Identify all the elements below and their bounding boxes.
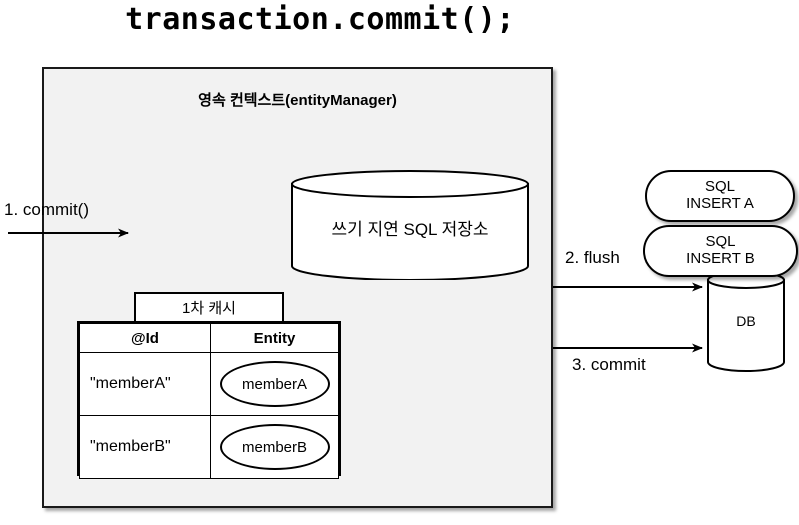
cell-entity-memberA: memberA <box>210 352 339 416</box>
arrow-label-flush: 2. flush <box>565 248 620 267</box>
table-row: "memberB" memberB <box>79 415 339 479</box>
column-header-entity: Entity <box>210 323 339 353</box>
table-row: "memberA" memberA <box>79 352 339 416</box>
sql-store-label: 쓰기 지연 SQL 저장소 <box>331 220 489 239</box>
sql-insert-b-line2: INSERT B <box>686 250 755 267</box>
cell-entity-memberB: memberB <box>210 415 339 479</box>
persistence-context-title: 영속 컨텍스트(entityManager) <box>198 92 397 109</box>
arrow-label-commit-db: 3. commit <box>572 355 646 374</box>
column-header-id: @Id <box>79 323 211 353</box>
page-title: transaction.commit(); <box>125 2 515 37</box>
entity-ellipse-memberB: memberB <box>219 424 330 470</box>
database-label: DB <box>736 313 756 329</box>
entity-ellipse-memberA: memberA <box>219 361 330 407</box>
first-level-cache-table: @Id Entity "memberA" memberA "memberB" m… <box>77 321 341 479</box>
arrow-label-commit-in: 1. commit() <box>4 200 89 219</box>
sql-insert-b-node: SQL INSERT B <box>643 225 798 277</box>
cell-id-memberB: "memberB" <box>79 415 211 479</box>
table-header-row: @Id Entity <box>79 323 339 353</box>
cell-id-memberA: "memberA" <box>79 352 211 416</box>
sql-insert-b-line1: SQL <box>705 233 736 251</box>
first-level-cache-label: 1차 캐시 <box>134 292 284 323</box>
sql-insert-a-node: SQL INSERT A <box>645 170 795 222</box>
sql-insert-a-line1: SQL <box>704 178 735 196</box>
sql-store-cylinder <box>291 170 529 280</box>
sql-insert-a-line2: INSERT A <box>686 195 754 212</box>
